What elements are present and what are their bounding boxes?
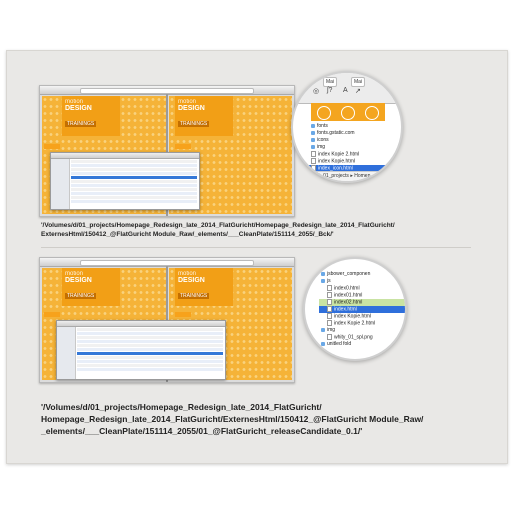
finder-window-1[interactable] [50, 152, 200, 210]
folder-icon [311, 144, 315, 149]
hero-block-left: motion DESIGN TRAININGS [62, 96, 120, 136]
file-tree-2: jsbower_componen js index0.html index01.… [305, 271, 405, 348]
file-icon [327, 299, 332, 305]
file-icon [327, 313, 332, 319]
hero-title: DESIGN [178, 277, 205, 284]
tool-icon[interactable]: A [343, 87, 348, 94]
folder-icon [311, 137, 315, 142]
zoom-callout-1: Mai Mai ◎ ʃ? A ↗ fonts fonts.gstatic.com… [291, 71, 403, 183]
file-icon [327, 292, 332, 298]
folder-icon [321, 278, 325, 283]
folder-icon [311, 123, 315, 128]
hero-block-right: motion DESIGN TRAININGS [175, 96, 233, 136]
folder-icon [311, 130, 315, 135]
file-icon [311, 165, 316, 171]
orange-preview [311, 103, 385, 121]
hero-text: motion [65, 99, 84, 105]
list-item-selected[interactable]: index.html [319, 306, 405, 313]
folder-icon [321, 341, 325, 346]
orange-bar [44, 144, 60, 149]
list-item[interactable]: unitled fold [319, 341, 405, 348]
file-icon [327, 285, 332, 291]
address-bar [80, 88, 254, 94]
tab-mail-2[interactable]: Mai [351, 77, 366, 87]
hero-subtitle: TRAININGS [178, 121, 210, 127]
hero-block-right: motion DESIGN TRAININGS [175, 268, 233, 306]
hero-title: DESIGN [178, 105, 205, 112]
browser-screenshot-2: motion DESIGN TRAININGS motion DESIGN TR… [39, 257, 295, 383]
list-item[interactable]: js [319, 278, 405, 285]
hero-text: motion [178, 271, 197, 277]
caption-2: '/Volumes/d/01_projects/Homepage_Redesig… [41, 402, 424, 436]
file-icon [327, 320, 332, 326]
list-item[interactable]: jsbower_componen [319, 271, 405, 278]
list-item[interactable]: img [309, 144, 401, 151]
list-item-selected[interactable]: index_icon.html [309, 165, 401, 172]
tab-mail-1[interactable]: Mai [323, 77, 338, 87]
zoom-callout-2: jsbower_componen js index0.html index01.… [303, 257, 407, 361]
hero-subtitle: TRAININGS [178, 293, 210, 299]
list-item[interactable]: index Kopie.html [319, 313, 405, 320]
caption-1: '/Volumes/d/01_projects/Homepage_Redesig… [41, 222, 395, 238]
hero-subtitle: TRAININGS [65, 293, 97, 299]
list-item[interactable]: index Kopie 2.html [319, 320, 405, 327]
tool-icon[interactable]: ʃ? [327, 87, 333, 94]
file-icon [327, 306, 332, 312]
orange-bar [175, 312, 191, 317]
orange-bar [175, 144, 191, 149]
hero-title: DESIGN [65, 105, 92, 112]
presentation-sheet: motion DESIGN TRAININGS motion DESIGN TR… [6, 50, 508, 464]
list-item[interactable]: fonts.gstatic.com [309, 130, 401, 137]
folder-icon [321, 327, 325, 332]
folder-icon [321, 271, 325, 276]
hero-text: motion [65, 271, 84, 277]
hero-subtitle: TRAININGS [65, 121, 97, 127]
list-item[interactable]: index01.html [319, 292, 405, 299]
file-icon [311, 158, 316, 164]
browser-screenshot-1: motion DESIGN TRAININGS motion DESIGN TR… [39, 85, 295, 217]
hero-block-left: motion DESIGN TRAININGS [62, 268, 120, 306]
list-item[interactable]: icons [309, 137, 401, 144]
hero-title: DESIGN [65, 277, 92, 284]
list-item[interactable]: img [319, 327, 405, 334]
tool-icon[interactable]: ◎ [313, 88, 320, 95]
orange-bar [44, 312, 60, 317]
list-item[interactable]: whity_01_spl.png [319, 334, 405, 341]
address-bar [80, 260, 254, 266]
file-icon [327, 334, 332, 340]
tool-icon[interactable]: ↗ [355, 88, 361, 95]
list-item[interactable]: index Kopie 2.html [309, 151, 401, 158]
list-item[interactable]: index0.html [319, 285, 405, 292]
list-item-highlighted[interactable]: index02.html [319, 299, 405, 306]
finder-window-2[interactable] [56, 320, 226, 380]
divider-line [41, 247, 471, 248]
list-item[interactable]: index Kopie.html [309, 158, 401, 165]
path-bar: d ▸ 01_projects ▸ Homep [293, 171, 401, 181]
file-icon [311, 151, 316, 157]
file-tree-1: fonts fonts.gstatic.com icons img index … [293, 123, 401, 179]
hero-text: motion [178, 99, 197, 105]
list-item[interactable]: fonts [309, 123, 401, 130]
